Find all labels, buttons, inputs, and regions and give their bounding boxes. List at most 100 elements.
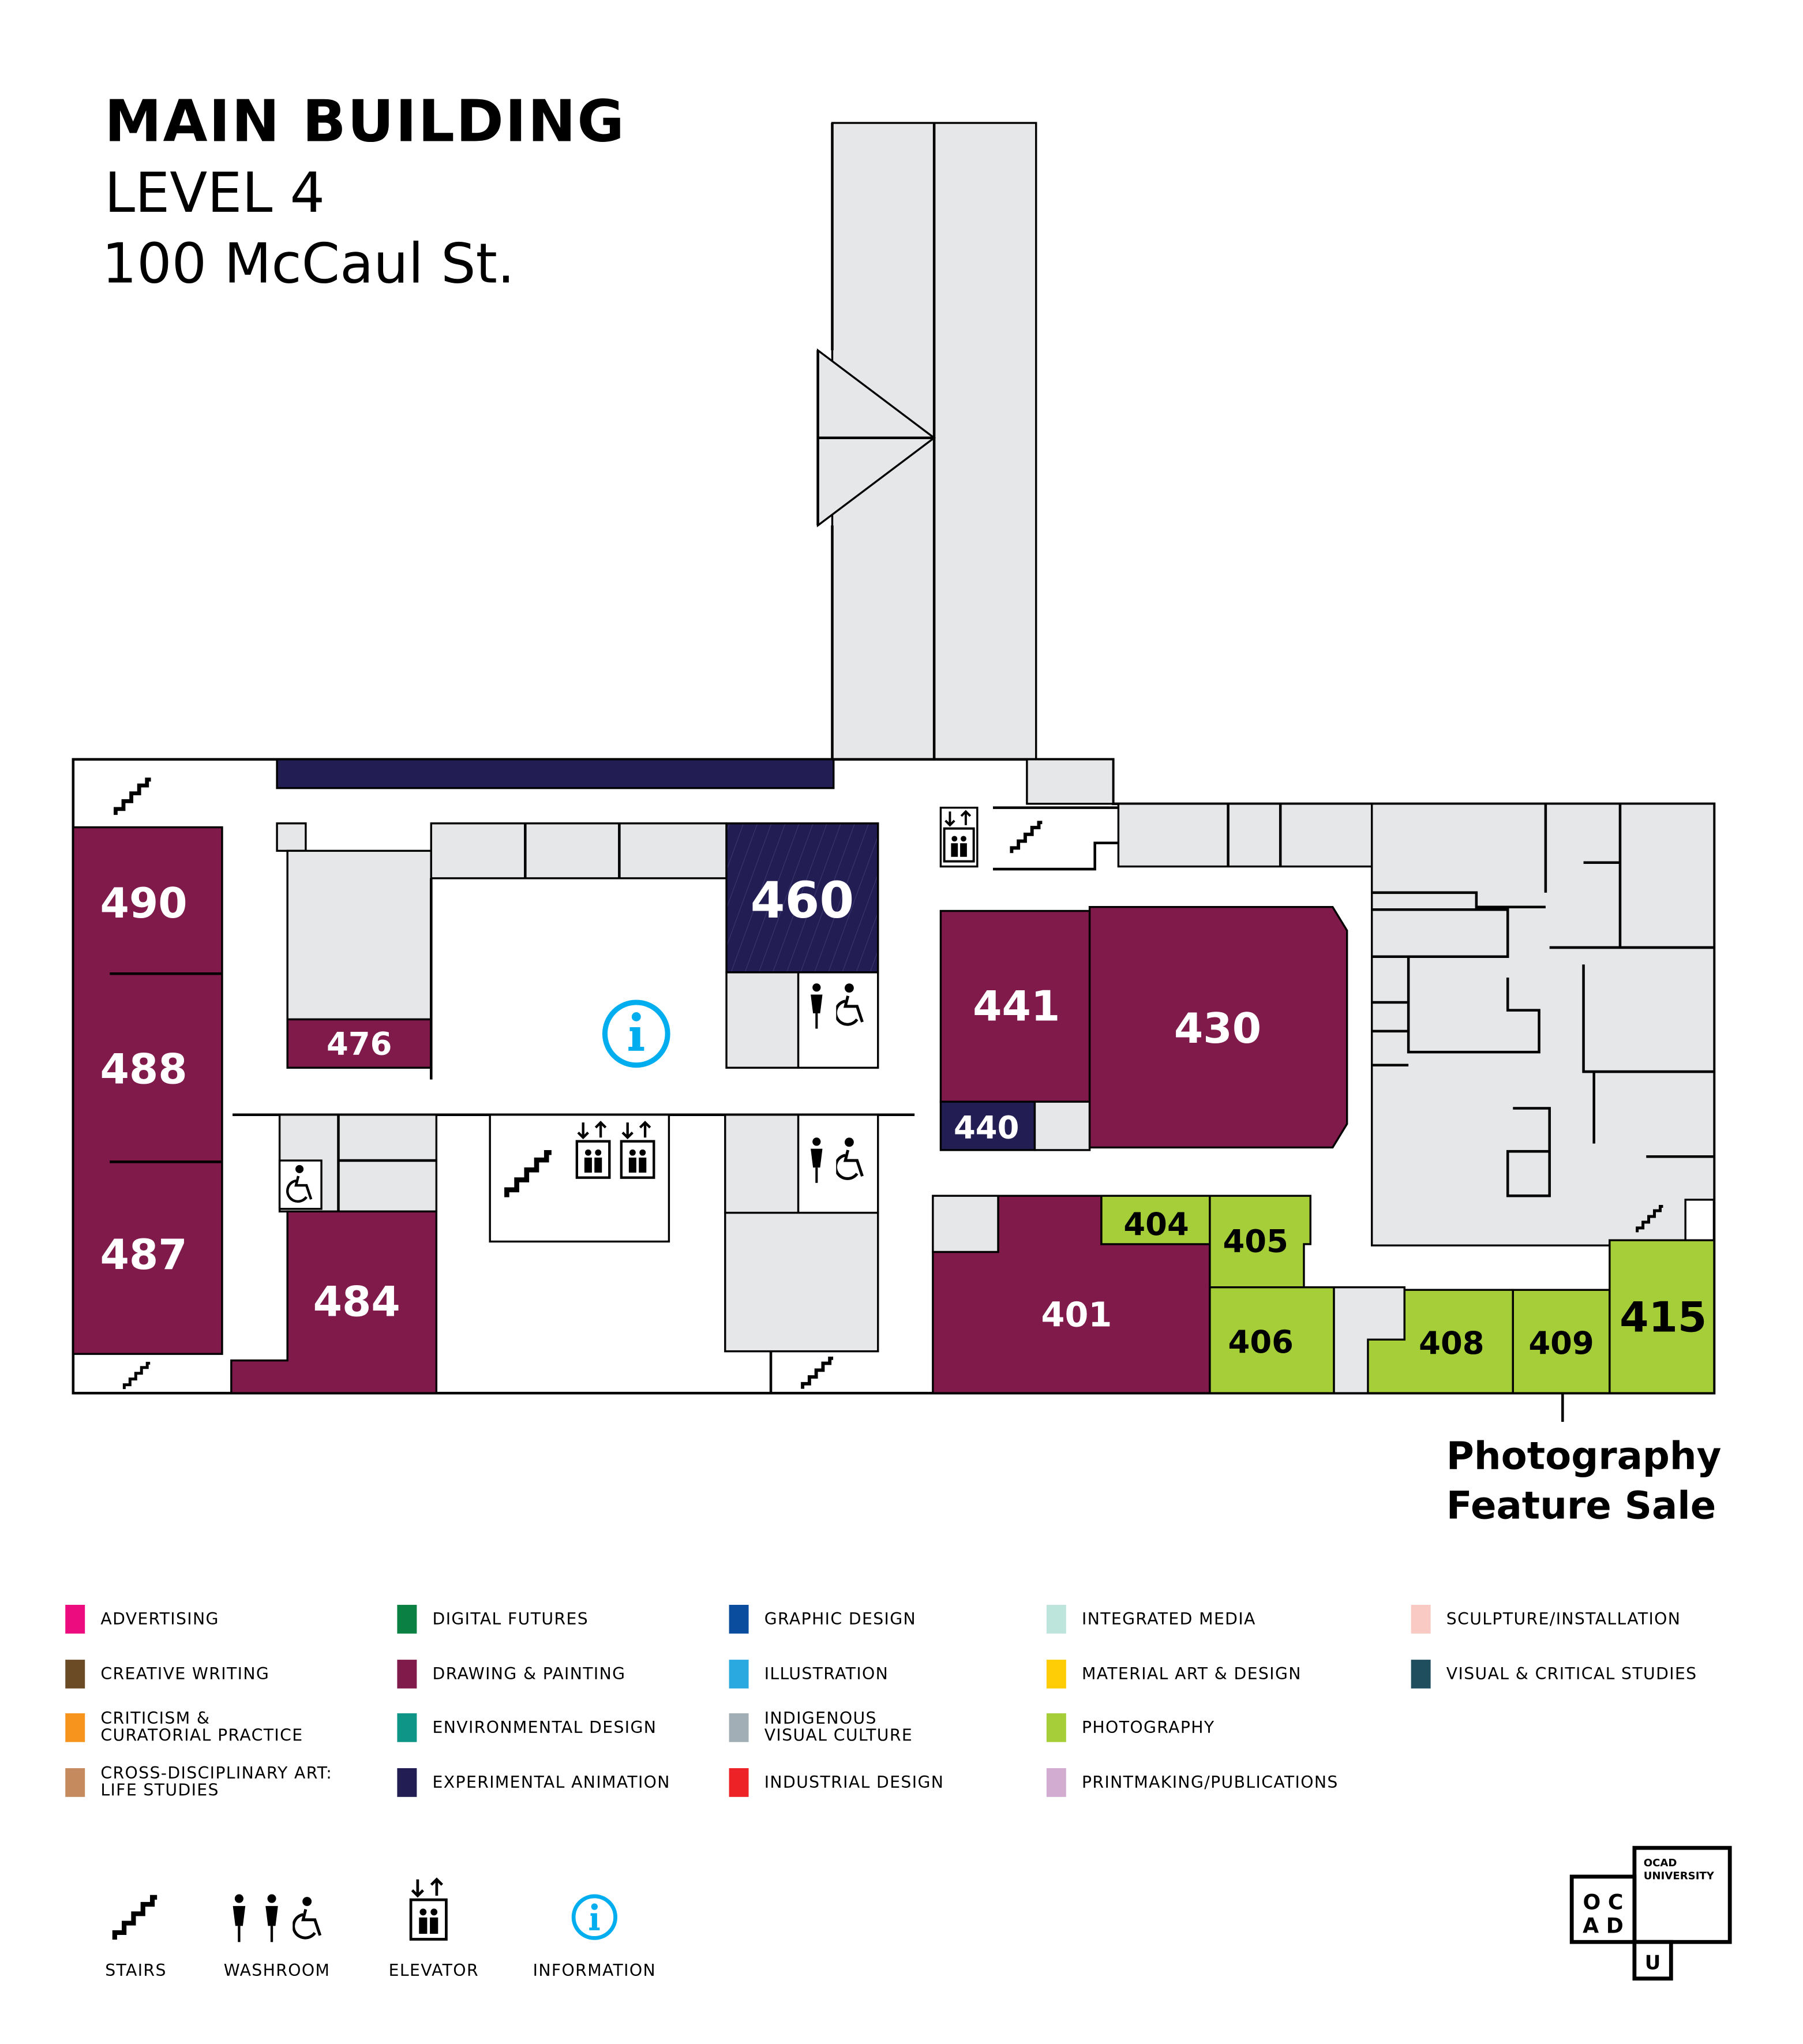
room-487-label: 487 (100, 1231, 187, 1279)
room-430-label: 430 (1174, 1005, 1261, 1053)
men-washroom-icon (233, 1894, 246, 1942)
room-415[interactable] (1609, 1239, 1715, 1394)
legend-label: ADVERTISING (100, 1609, 219, 1629)
women-washroom-icon (265, 1894, 278, 1942)
legend-item: ENVIRONMENTAL DESIGN (397, 1713, 656, 1742)
legend-label: DRAWING & PAINTING (433, 1664, 626, 1683)
header: MAIN BUILDING LEVEL 4 100 McCaul St. (102, 89, 625, 296)
information-icon[interactable] (602, 999, 670, 1068)
room-484[interactable] (230, 1210, 438, 1394)
legend-swatch (397, 1604, 417, 1634)
legend-swatch (397, 1660, 417, 1689)
legend-label: GRAPHIC DESIGN (764, 1609, 916, 1629)
room-476[interactable] (286, 1018, 432, 1069)
room-484-label: 484 (313, 1278, 400, 1327)
legend-swatch (65, 1660, 85, 1689)
room-401-label: 401 (1041, 1295, 1112, 1335)
legend-item: CREATIVE WRITING (65, 1660, 269, 1689)
legend-item: DIGITAL FUTURES (397, 1604, 588, 1634)
room-488-label: 488 (100, 1045, 187, 1094)
legend-label: SCULPTURE/INSTALLATION (1446, 1609, 1681, 1629)
room-406[interactable] (1209, 1286, 1335, 1394)
svg-text:U: U (1645, 1952, 1661, 1975)
department-legend: ADVERTISING CREATIVE WRITING CRITICISM &CU… (65, 1604, 1697, 1800)
ocad-logo: OCAD UNIVERSITY O C A D U (1569, 1845, 1732, 1981)
stairs-key-label: STAIRS (105, 1961, 167, 1980)
room-476-label: 476 (327, 1026, 392, 1062)
legend-swatch (729, 1768, 749, 1797)
room-409-label: 409 (1528, 1325, 1594, 1361)
building-title: MAIN BUILDING (104, 89, 625, 155)
room-404[interactable] (1100, 1195, 1211, 1245)
information-key-label: INFORMATION (533, 1961, 656, 1980)
legend-swatch (1046, 1604, 1066, 1634)
legend-label: EXPERIMENTAL ANIMATION (433, 1773, 670, 1792)
legend-swatch (1411, 1604, 1431, 1634)
legend-swatch (65, 1768, 85, 1797)
room-490-label: 490 (100, 879, 187, 928)
legend-item: SCULPTURE/INSTALLATION (1411, 1604, 1681, 1634)
legend-swatch (397, 1768, 417, 1797)
room-460-label: 460 (751, 872, 854, 930)
elevator-icon (411, 1880, 446, 1940)
legend-item: CRITICISM &CURATORIAL PRACTICE (65, 1709, 303, 1744)
room-406-label: 406 (1228, 1324, 1294, 1360)
svg-text:OCAD: OCAD (1644, 1857, 1677, 1869)
room-415-label: 415 (1620, 1294, 1707, 1342)
legend-swatch (729, 1660, 749, 1689)
legend-label: DIGITAL FUTURES (433, 1609, 588, 1629)
legend-label: CROSS-DISCIPLINARY ART: (100, 1764, 332, 1783)
legend-swatch (397, 1713, 417, 1742)
legend-item: GRAPHIC DESIGN (729, 1604, 916, 1634)
legend-label: CREATIVE WRITING (100, 1664, 269, 1683)
legend-item: MATERIAL ART & DESIGN (1046, 1660, 1302, 1689)
legend-swatch (1046, 1768, 1066, 1797)
stairs-icon (124, 1363, 150, 1389)
legend-label: CURATORIAL PRACTICE (100, 1725, 303, 1744)
elevator-key-label: ELEVATOR (389, 1961, 479, 1980)
legend-label: VISUAL & CRITICAL STUDIES (1446, 1664, 1697, 1683)
legend-label: LIFE STUDIES (100, 1781, 219, 1800)
legend-item: INTEGRATED MEDIA (1046, 1604, 1256, 1634)
animation-strip (276, 758, 835, 789)
legend-item: EXPERIMENTAL ANIMATION (397, 1768, 670, 1797)
legend-item: PRINTMAKING/PUBLICATIONS (1046, 1768, 1339, 1797)
legend-item: DRAWING & PAINTING (397, 1660, 625, 1689)
legend-swatch (1411, 1660, 1431, 1689)
legend-label: CRITICISM & (100, 1709, 210, 1728)
legend-item: INDUSTRIAL DESIGN (729, 1768, 944, 1797)
room-440-label: 440 (954, 1110, 1019, 1146)
washroom-key-label: WASHROOM (224, 1961, 331, 1980)
stairs-icon (115, 780, 151, 815)
room-430[interactable] (1088, 906, 1348, 1149)
legend-swatch (729, 1604, 749, 1634)
accessible-icon (294, 1897, 320, 1938)
callout-line1: Photography (1446, 1434, 1722, 1478)
callout-line2: Feature Sale (1446, 1484, 1716, 1528)
icon-key: STAIRS WASHROOM ELEVATOR INFORMATION (105, 1880, 656, 1980)
legend-swatch (729, 1713, 749, 1742)
legend-label: INDUSTRIAL DESIGN (764, 1773, 944, 1792)
legend-swatch (65, 1713, 85, 1742)
room-409[interactable] (1512, 1289, 1611, 1394)
legend-label: VISUAL CULTURE (764, 1725, 913, 1744)
legend-item: ADVERTISING (65, 1604, 219, 1634)
legend-label: INTEGRATED MEDIA (1082, 1609, 1256, 1629)
information-icon (571, 1894, 617, 1940)
svg-text:UNIVERSITY: UNIVERSITY (1644, 1870, 1715, 1882)
legend-item: ILLUSTRATION (729, 1660, 889, 1689)
legend-swatch (1046, 1660, 1066, 1689)
level-label: LEVEL 4 (104, 162, 325, 225)
legend-label: ILLUSTRATION (764, 1664, 889, 1683)
legend-item: CROSS-DISCIPLINARY ART:LIFE STUDIES (65, 1764, 332, 1800)
legend-swatch (65, 1604, 85, 1634)
legend-item: VISUAL & CRITICAL STUDIES (1411, 1660, 1697, 1689)
room-440[interactable] (939, 1100, 1036, 1151)
legend-label: MATERIAL ART & DESIGN (1082, 1664, 1302, 1683)
room-490-488-487[interactable] (72, 826, 223, 1355)
stairs-icon (803, 1358, 833, 1389)
legend-label: PRINTMAKING/PUBLICATIONS (1082, 1773, 1339, 1792)
svg-text:O C: O C (1583, 1890, 1624, 1915)
